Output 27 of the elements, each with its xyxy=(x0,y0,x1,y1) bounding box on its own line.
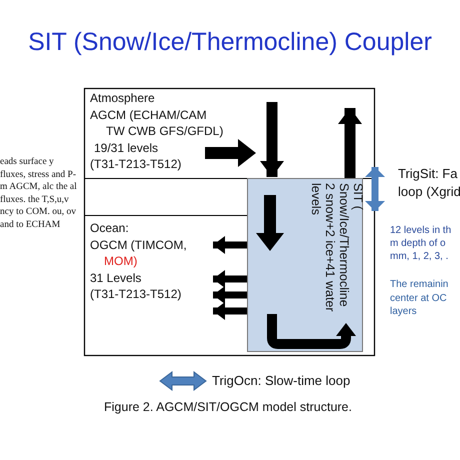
side-note: The remainin center at OC layers xyxy=(390,278,450,318)
arrow xyxy=(338,108,362,178)
arrow xyxy=(213,270,247,288)
panel-text: AGCM (ECHAM/CAM xyxy=(90,106,207,124)
panel-text: 19/31 levels xyxy=(94,140,158,156)
arrow xyxy=(260,102,284,177)
panel-text: (T31-T213-T512) xyxy=(90,286,182,303)
panel-title: Atmosphere xyxy=(90,90,155,107)
loop-label: TrigOcn: Slow-time loop xyxy=(212,373,350,389)
panel-text: MOM) xyxy=(104,253,138,270)
title: SIT (Snow/Ice/Thermocline) Coupler xyxy=(27,28,433,57)
loop-label: loop (Xgrid xyxy=(398,184,460,200)
caption: Figure 2. AGCM/SIT/OGCM model structure. xyxy=(104,400,352,414)
panel-title: Ocean: xyxy=(90,220,129,237)
loop-label: TrigSit: Fa xyxy=(398,166,458,182)
panel-text: OGCM (TIMCOM, xyxy=(90,236,187,254)
panel-text: 2 snow+2 ice+41 water levels xyxy=(309,183,337,314)
coupler-panel xyxy=(247,178,363,352)
side-note: 12 levels in th m depth of o mm, 1, 2, 3, . xyxy=(390,224,452,263)
arrow xyxy=(213,286,247,304)
side-note: eads surface y fluxes, stress and P- m AGCM, alc the al fluxes. the T,S,u,v ncy to COM. ou, ov and to ECHAM xyxy=(0,156,78,232)
panel-text: 31 Levels xyxy=(90,270,142,286)
panel-text: (T31-T213-T512) xyxy=(90,156,182,173)
arrow xyxy=(213,236,247,254)
arrow xyxy=(213,302,247,320)
panel-text: TW CWB GFS/GFDL) xyxy=(106,123,224,140)
arrow xyxy=(365,167,385,211)
